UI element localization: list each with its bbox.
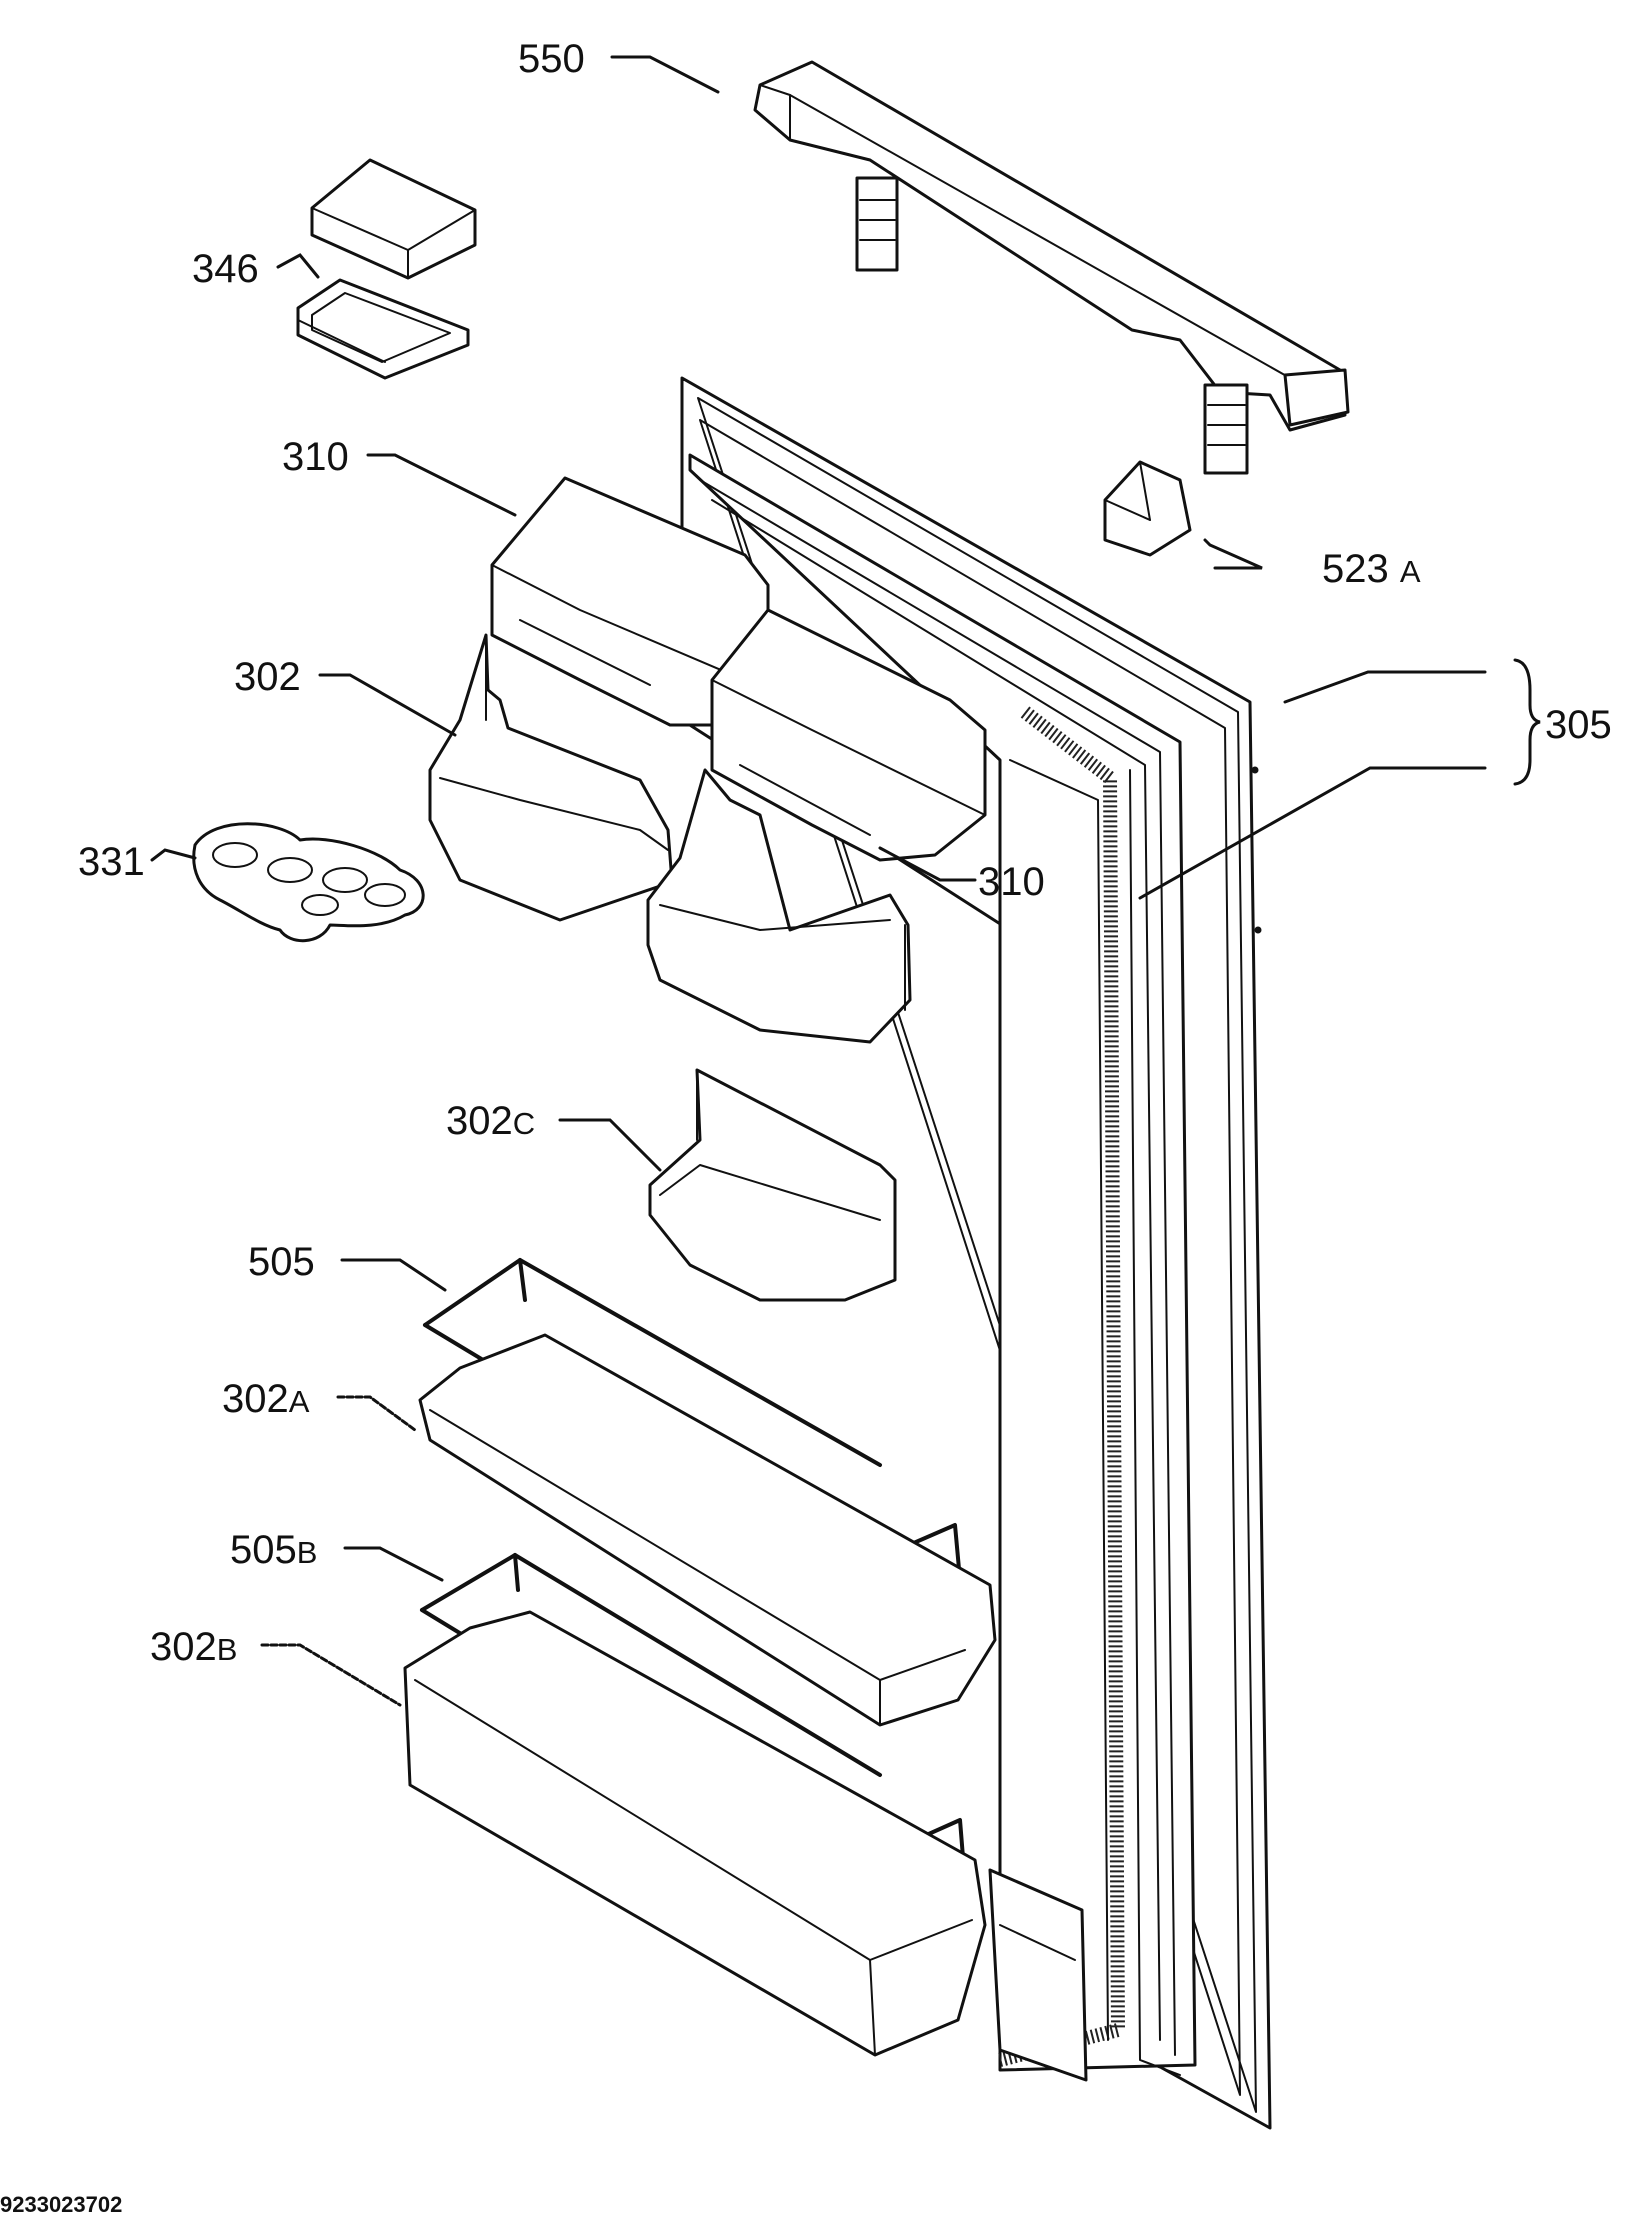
door-shelf-302 [428, 633, 674, 922]
label-305: 305 [1545, 703, 1612, 747]
handle-mount-left [855, 176, 899, 272]
egg-cup [322, 867, 368, 893]
part-labels: 550 346 310 523 A 302 305 331 310 302C 5… [78, 37, 1612, 1669]
door-shelf-302B [403, 1610, 987, 2057]
handle-mount-right [1203, 383, 1249, 475]
leader-302 [318, 673, 457, 737]
shelf-302A-body [418, 1333, 997, 1727]
leader-305-top [1283, 670, 1487, 704]
egg-cup [267, 857, 313, 883]
door-handle [753, 60, 1350, 475]
bracket-305 [1513, 658, 1541, 786]
leader-302C [558, 1118, 662, 1172]
leader-310a [366, 453, 517, 517]
label-505: 505 [248, 1240, 315, 1284]
egg-tray-body [192, 822, 425, 943]
shelf-302B-body [403, 1610, 987, 2057]
door-panel-edge [697, 397, 1257, 2113]
shelf-right-body [646, 768, 912, 1044]
leader-302B [260, 1643, 402, 1707]
leader-505B [343, 1546, 444, 1582]
rail-505-left [423, 1258, 527, 1327]
egg-cup [301, 894, 339, 916]
door-shelf-310-right [646, 768, 912, 1044]
label-505B: 505B [230, 1528, 317, 1572]
leader-302A [336, 1395, 417, 1432]
label-302B: 302B [150, 1625, 237, 1669]
egg-tray [192, 822, 425, 943]
label-302: 302 [234, 655, 301, 699]
egg-cup [212, 842, 258, 868]
leader-310b [878, 846, 977, 882]
hinge-clip [1103, 460, 1192, 557]
door-hole [1251, 766, 1259, 774]
leader-346 [276, 253, 320, 279]
shelf-lid-lower [710, 608, 987, 862]
door-assembly [680, 376, 1272, 2130]
leader-lines [150, 55, 1541, 1707]
leader-550 [610, 55, 720, 94]
leader-505 [340, 1258, 447, 1292]
label-346: 346 [192, 247, 259, 291]
label-523A: 523 A [1322, 547, 1421, 591]
label-331: 331 [78, 840, 145, 884]
door-inner-liner [688, 453, 1197, 2072]
door-hole [1254, 926, 1262, 934]
butter-compartment [296, 158, 477, 380]
door-inner-bottom [988, 1868, 1088, 2082]
lid-right [710, 608, 987, 862]
door-shelf-302A [418, 1333, 997, 1727]
handle-end-cap [1283, 368, 1350, 427]
leader-305-bottom [1138, 766, 1487, 900]
label-550: 550 [518, 37, 585, 81]
leader-523A [1203, 538, 1263, 570]
label-310-lower: 310 [978, 860, 1045, 904]
butter-tray [296, 278, 470, 380]
butter-lid [310, 158, 477, 280]
document-number: 9233023702 [0, 2192, 122, 2217]
label-302C: 302C [446, 1099, 535, 1143]
door-shelf-302C [648, 1068, 897, 1302]
egg-cup [364, 883, 406, 907]
handle-body [753, 60, 1347, 432]
shelf-302C-body [648, 1068, 897, 1302]
leader-331 [150, 848, 197, 862]
label-302A: 302A [222, 1377, 310, 1421]
label-310-top: 310 [282, 435, 349, 479]
rail-505B-left [420, 1553, 520, 1612]
